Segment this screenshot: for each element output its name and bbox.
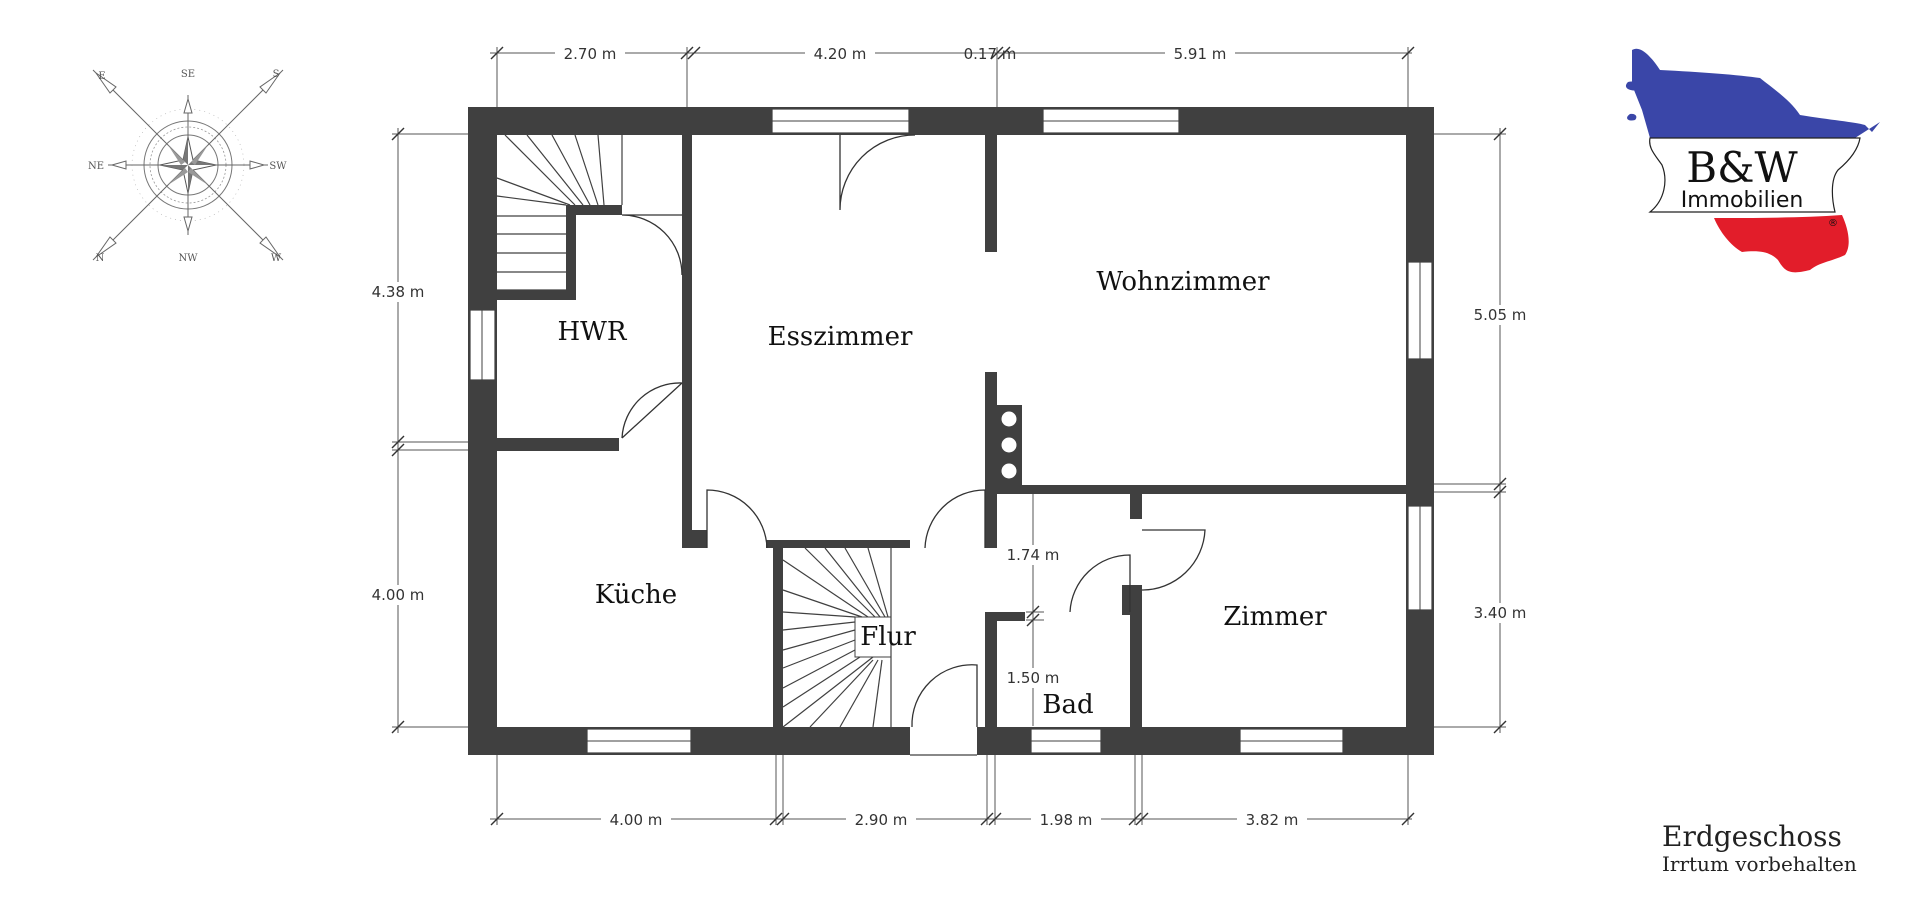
company-logo: B&W Immobilien ® xyxy=(1625,48,1880,273)
logo-line2: Immobilien xyxy=(1681,188,1804,213)
interior-walls xyxy=(497,135,1406,727)
dimension-lines xyxy=(391,46,1507,826)
compass-label-ne: NE xyxy=(88,161,104,172)
room-label-wohnzimmer: Wohnzimmer xyxy=(1096,267,1270,297)
dimension-labels: 2.70 m 4.20 m 0.17 m 5.91 m 4.00 m 2.90 … xyxy=(368,43,1530,829)
compass-label-sw: SW xyxy=(269,161,287,172)
exterior-walls xyxy=(468,107,1434,755)
room-label-kueche: Küche xyxy=(595,580,677,610)
room-label-zimmer: Zimmer xyxy=(1223,602,1327,632)
dim-interior-2: 1.50 m xyxy=(1007,669,1060,687)
compass-label-nw: NW xyxy=(178,253,198,264)
compass-label-se: SE xyxy=(181,69,195,80)
compass-rose-icon: SE S SW W NW N NE E xyxy=(88,69,287,264)
room-label-flur: Flur xyxy=(860,622,916,652)
dim-right-2: 3.40 m xyxy=(1474,604,1527,622)
dim-bottom-3: 1.98 m xyxy=(1040,811,1093,829)
staircase-lower xyxy=(782,547,892,728)
logo-registered: ® xyxy=(1828,218,1838,229)
compass-label-e: E xyxy=(98,71,105,82)
floor-name: Erdgeschoss xyxy=(1662,820,1842,853)
compass-label-w: W xyxy=(271,253,282,264)
room-labels: HWR Esszimmer Wohnzimmer Küche Flur Bad … xyxy=(558,267,1328,720)
room-label-bad: Bad xyxy=(1042,690,1093,720)
room-label-hwr: HWR xyxy=(558,317,628,347)
dim-left-1: 4.38 m xyxy=(372,283,425,301)
doors xyxy=(621,134,1206,728)
dim-right-1: 5.05 m xyxy=(1474,306,1527,324)
dim-bottom-1: 4.00 m xyxy=(610,811,663,829)
dim-bottom-4: 3.82 m xyxy=(1246,811,1299,829)
staircase-upper xyxy=(496,134,623,291)
dim-top-4: 5.91 m xyxy=(1174,45,1227,63)
dim-top-3: 0.17 m xyxy=(964,45,1017,63)
room-label-esszimmer: Esszimmer xyxy=(768,322,913,352)
windows xyxy=(469,108,1433,756)
dim-interior-1: 1.74 m xyxy=(1007,546,1060,564)
dim-top-2: 4.20 m xyxy=(814,45,867,63)
compass-label-n: N xyxy=(96,253,105,264)
dim-left-2: 4.00 m xyxy=(372,586,425,604)
logo-line1: B&W xyxy=(1686,143,1798,192)
compass-label-s: S xyxy=(273,69,280,80)
dim-top-1: 2.70 m xyxy=(564,45,617,63)
disclaimer-text: Irrtum vorbehalten xyxy=(1662,852,1857,876)
dim-bottom-2: 2.90 m xyxy=(855,811,908,829)
